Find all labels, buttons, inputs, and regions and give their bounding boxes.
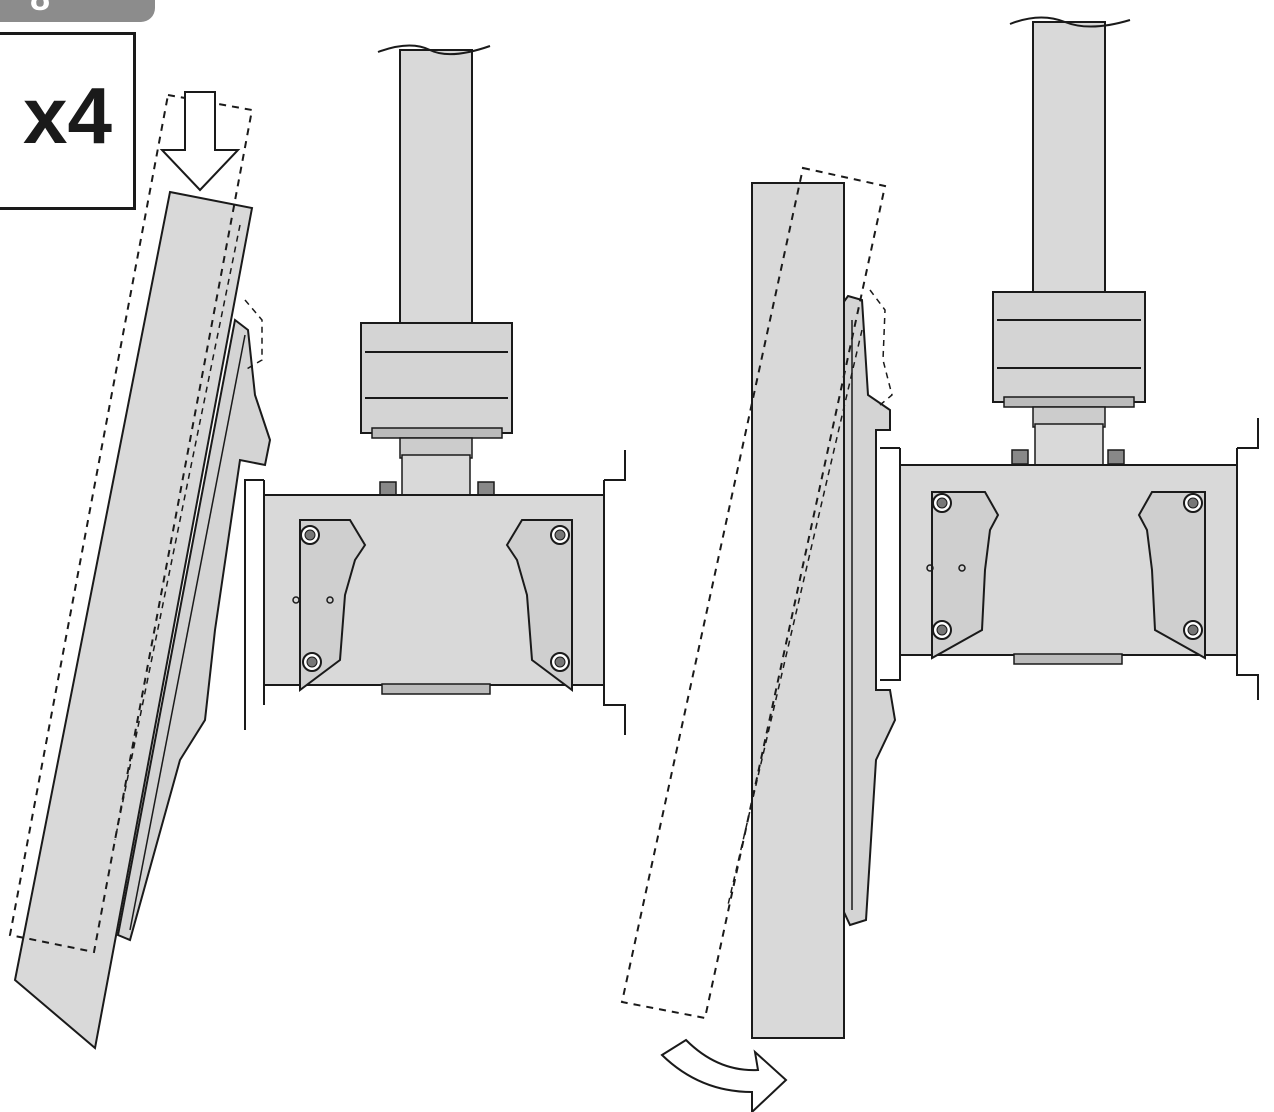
pole-clamp-left xyxy=(360,322,513,497)
adapter-plate-left xyxy=(244,450,626,735)
screen-bracket-left xyxy=(116,318,272,942)
curved-arrow-icon xyxy=(660,1038,788,1112)
screen-left xyxy=(13,190,254,1050)
screen-right xyxy=(751,182,845,1039)
step-tab xyxy=(0,0,155,22)
target-outline-left xyxy=(8,93,254,954)
left-panel xyxy=(8,44,626,1050)
hook-outline-right xyxy=(869,289,893,406)
screen-bracket-right xyxy=(836,294,897,927)
previous-outline-right xyxy=(620,166,887,1020)
adapter-plate-right xyxy=(880,418,1259,700)
step-number: 8 xyxy=(30,0,50,18)
ceiling-pole-right xyxy=(1009,16,1131,298)
pole-clamp-right xyxy=(992,291,1146,470)
quantity-label: x4 xyxy=(23,71,112,160)
down-arrow-icon xyxy=(159,91,241,192)
quantity-box xyxy=(0,32,136,210)
right-panel xyxy=(620,16,1259,1112)
hook-outline-left xyxy=(244,299,263,371)
ceiling-pole-left xyxy=(377,44,491,326)
